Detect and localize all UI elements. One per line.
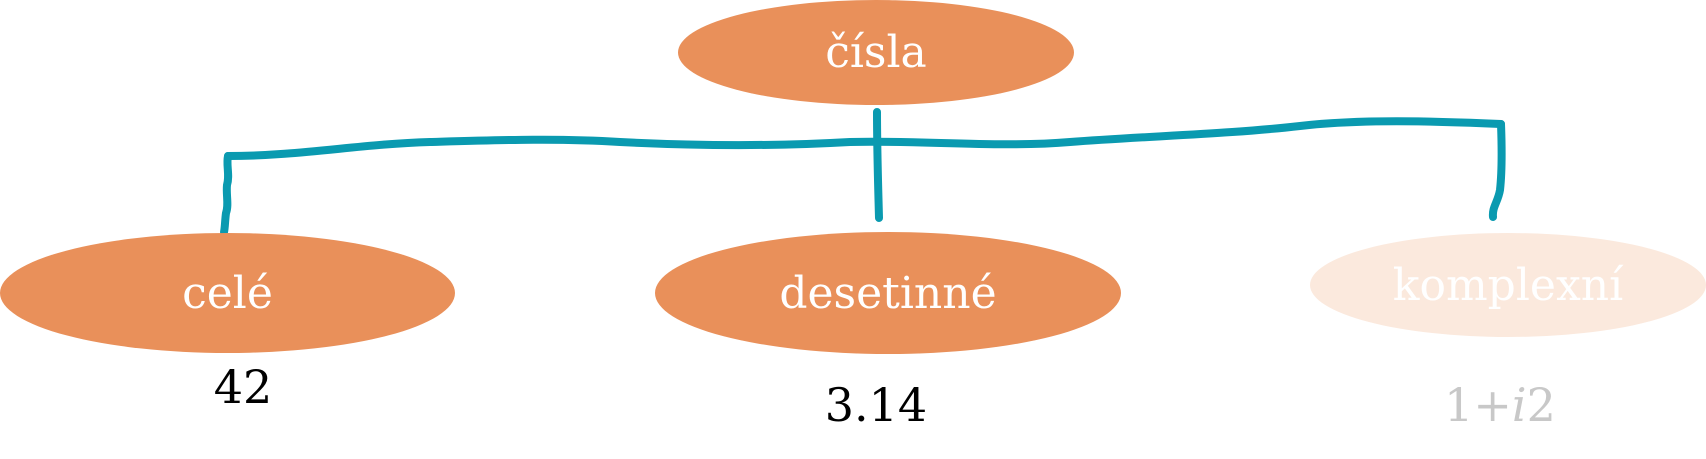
node-cele: celé bbox=[0, 233, 455, 353]
example-komplexni-part-3: 2 bbox=[1526, 378, 1556, 432]
node-root-cisla: čísla bbox=[678, 0, 1074, 105]
node-desetinne: desetinné bbox=[655, 232, 1121, 354]
node-root-label: čísla bbox=[825, 27, 927, 78]
node-cele-label: celé bbox=[182, 267, 273, 319]
connector-to-komplexni bbox=[1488, 120, 1506, 221]
example-cele: 42 bbox=[213, 360, 273, 414]
node-komplexni-label: komplexní bbox=[1392, 259, 1624, 311]
connector-to-desetinne bbox=[873, 108, 883, 222]
example-komplexni-part-2: i bbox=[1511, 378, 1527, 432]
example-komplexni: 1+i2 bbox=[1410, 378, 1590, 432]
example-desetinne: 3.14 bbox=[824, 378, 928, 432]
node-desetinne-label: desetinné bbox=[779, 267, 997, 319]
example-komplexni-part-1: 1+ bbox=[1444, 378, 1512, 432]
connector-to-cele bbox=[220, 152, 233, 236]
horizontal-bracket-line bbox=[224, 117, 1505, 160]
node-komplexni: komplexní bbox=[1310, 233, 1706, 337]
